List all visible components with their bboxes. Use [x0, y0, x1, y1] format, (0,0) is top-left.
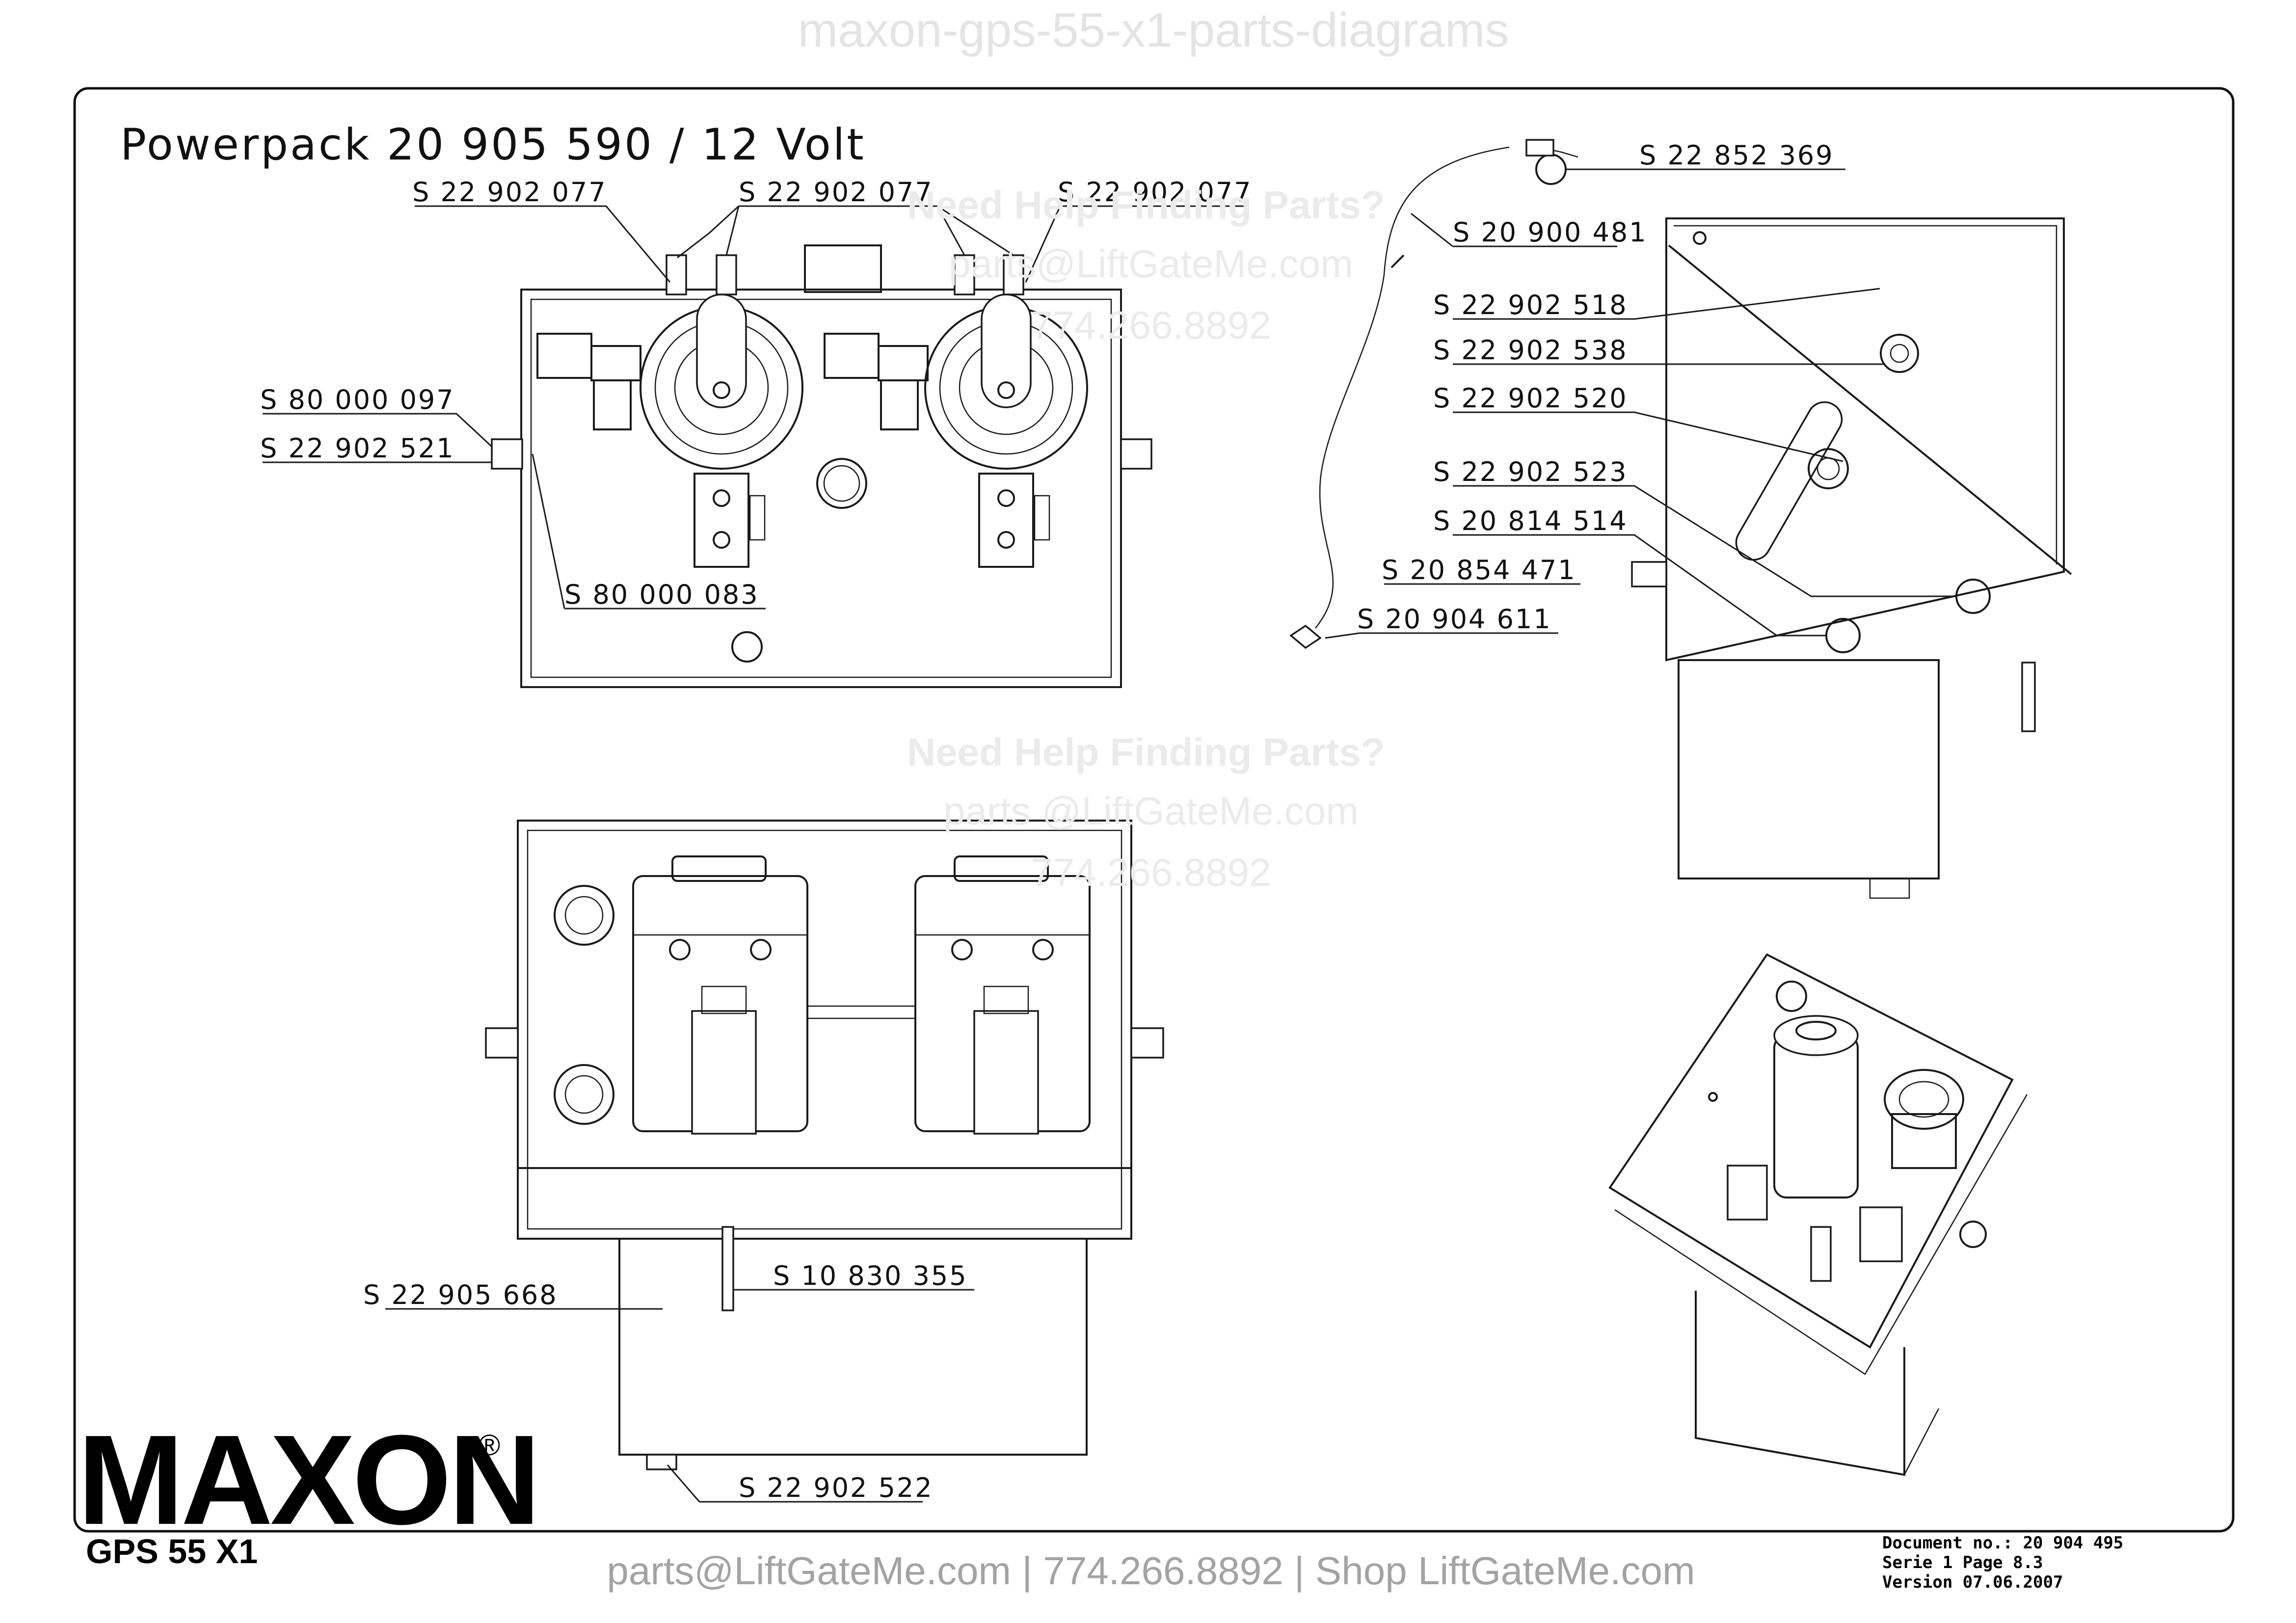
front-view-drawing	[485, 820, 1164, 1470]
side-view-drawing	[1289, 139, 2072, 899]
part-label-7: S 22 852 369	[1639, 140, 1834, 171]
part-label-8: S 20 900 481	[1453, 217, 1648, 248]
part-label-2: S 22 902 077	[739, 177, 934, 208]
part-label-9: S 22 902 518	[1433, 290, 1628, 320]
part-label-15: S 20 904 611	[1357, 604, 1552, 635]
top-view-leader-lines	[263, 205, 1249, 610]
part-labels: S 22 902 077 S 22 902 077 S 22 902 077 S…	[260, 140, 1834, 1503]
watermark-help-block-1: Need Help Finding Parts? parts@LiftGateM…	[907, 183, 1385, 347]
drawing-frame	[73, 87, 2235, 1533]
part-label-16: S 10 830 355	[773, 1260, 968, 1291]
part-label-14: S 20 854 471	[1382, 555, 1576, 585]
svg-text:Document no.: 20 904 495: Document no.: 20 904 495	[1882, 1533, 2123, 1553]
part-label-12: S 22 902 523	[1433, 456, 1628, 487]
document-info: Document no.: 20 904 495 Serie 1 Page 8.…	[1882, 1533, 2123, 1592]
svg-text:774.266.8892: 774.266.8892	[1031, 851, 1271, 894]
part-label-10: S 22 902 538	[1433, 335, 1628, 366]
svg-text:parts@LiftGateMe.com: parts@LiftGateMe.com	[949, 242, 1353, 286]
top-view-drawing	[491, 244, 1152, 688]
part-label-11: S 22 902 520	[1433, 383, 1628, 414]
svg-text:Serie 1 Page 8.3: Serie 1 Page 8.3	[1882, 1553, 2043, 1572]
part-label-17: S 22 905 668	[363, 1279, 558, 1310]
part-label-6: S 80 000 083	[564, 579, 759, 610]
front-view-leader-lines	[385, 1289, 974, 1503]
part-label-18: S 22 902 522	[739, 1472, 934, 1503]
part-label-4: S 80 000 097	[260, 384, 455, 415]
watermark-page-slug: maxon-gps-55-x1-parts-diagrams	[798, 3, 1509, 57]
part-label-13: S 20 814 514	[1433, 506, 1628, 536]
maxon-logo: MAXON	[78, 1409, 538, 1551]
side-view-leader-lines	[1325, 168, 1956, 639]
svg-text:parts @LiftGateMe.com: parts @LiftGateMe.com	[943, 789, 1359, 833]
isometric-view-drawing	[1608, 953, 2028, 1476]
registered-mark: ®	[479, 1429, 500, 1462]
svg-text:Need Help Finding Parts?: Need Help Finding Parts?	[907, 730, 1385, 774]
part-label-5: S 22 902 521	[260, 433, 455, 464]
part-label-1: S 22 902 077	[412, 177, 607, 208]
diagram-title: Powerpack 20 905 590 / 12 Volt	[120, 119, 866, 170]
svg-text:Version 07.06.2007: Version 07.06.2007	[1882, 1572, 2063, 1592]
watermark-help-block-2: Need Help Finding Parts? parts @LiftGate…	[907, 730, 1385, 894]
svg-text:774.266.8892: 774.266.8892	[1031, 303, 1271, 347]
part-label-3: S 22 902 077	[1058, 177, 1253, 208]
footer-contact[interactable]: parts@LiftGateMe.com | 774.266.8892 | Sh…	[607, 1549, 1695, 1593]
model-name: GPS 55 X1	[86, 1532, 258, 1570]
svg-text:Need Help Finding Parts?: Need Help Finding Parts?	[907, 183, 1385, 227]
